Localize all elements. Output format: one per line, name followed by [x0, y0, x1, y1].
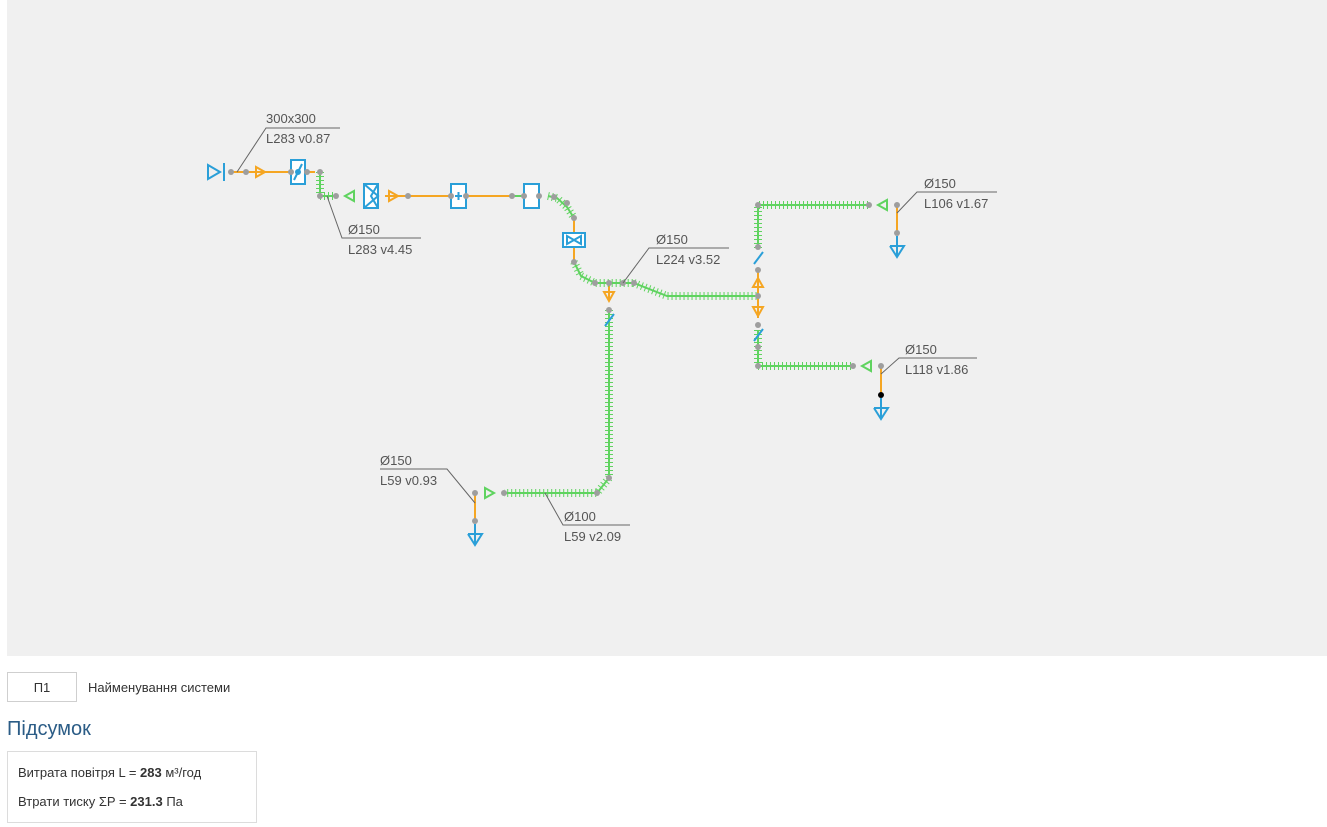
- node[interactable]: [592, 280, 598, 286]
- pressure-line: Втрати тиску ΣP = 231.3 Па: [18, 794, 183, 809]
- system-row: П1 Найменування системи: [7, 672, 230, 702]
- node[interactable]: [228, 169, 234, 175]
- rect-ducts: [231, 171, 898, 520]
- node[interactable]: [243, 169, 249, 175]
- pressure-value: 231.3: [130, 794, 163, 809]
- node[interactable]: [755, 293, 761, 299]
- label-size: Ø150: [924, 176, 956, 191]
- duct-segment[interactable]: [757, 330, 853, 367]
- labels: 300x300 L283 v0.87 Ø150 L283 v4.45 Ø150 …: [266, 111, 988, 544]
- label-flow: L283 v0.87: [266, 131, 330, 146]
- node[interactable]: [878, 363, 884, 369]
- valve-icon[interactable]: [562, 232, 586, 248]
- transition-icon[interactable]: [484, 486, 497, 500]
- summary-box: Витрата повітря L = 283 м³/год Втрати ти…: [7, 751, 257, 823]
- throttle-damper-icon[interactable]: [604, 313, 615, 327]
- node[interactable]: [405, 193, 411, 199]
- node[interactable]: [521, 193, 527, 199]
- pressure-unit: Па: [162, 794, 183, 809]
- throttle-damper-icon[interactable]: [753, 328, 764, 342]
- label-flow: L59 v0.93: [380, 473, 437, 488]
- node[interactable]: [850, 363, 856, 369]
- duct-segment[interactable]: [757, 204, 869, 248]
- transitions: [255, 165, 888, 500]
- transition-icon[interactable]: [255, 165, 268, 179]
- label-size: 300x300: [266, 111, 316, 126]
- ventilation-scheme[interactable]: 300x300 L283 v0.87 Ø150 L283 v4.45 Ø150 …: [7, 0, 1327, 656]
- node[interactable]: [448, 193, 454, 199]
- transition-icon[interactable]: [342, 189, 355, 203]
- label-flow: L106 v1.67: [924, 196, 988, 211]
- label-size: Ø150: [348, 222, 380, 237]
- airflow-prefix: Витрата повітря L =: [18, 765, 141, 780]
- node[interactable]: [536, 193, 542, 199]
- node[interactable]: [333, 193, 339, 199]
- round-duct-ticks: [316, 172, 869, 497]
- intake-grille-icon[interactable]: [207, 163, 225, 181]
- label-flow: L118 v1.86: [905, 362, 968, 377]
- label-flow: L224 v3.52: [656, 252, 720, 267]
- node[interactable]: [564, 200, 570, 206]
- airflow-line: Витрата повітря L = 283 м³/год: [18, 765, 201, 780]
- label-size: Ø150: [380, 453, 412, 468]
- leaders: [236, 127, 997, 526]
- diffuser-icon[interactable]: [889, 236, 906, 259]
- airflow-unit: м³/год: [161, 765, 202, 780]
- node[interactable]: [551, 194, 557, 200]
- node[interactable]: [317, 169, 323, 175]
- node[interactable]: [755, 267, 761, 273]
- node[interactable]: [755, 244, 761, 250]
- diffuser-icon[interactable]: [467, 524, 484, 547]
- node[interactable]: [571, 259, 577, 265]
- node[interactable]: [755, 344, 761, 350]
- node[interactable]: [571, 215, 577, 221]
- system-name-label: Найменування системи: [88, 679, 231, 695]
- node[interactable]: [606, 280, 612, 286]
- transition-icon[interactable]: [602, 291, 616, 304]
- throttle-damper-icon[interactable]: [753, 251, 764, 265]
- label-flow: L59 v2.09: [564, 529, 621, 544]
- node[interactable]: [606, 475, 612, 481]
- scheme-canvas[interactable]: 300x300 L283 v0.87 Ø150 L283 v4.45 Ø150 …: [7, 0, 1327, 656]
- fan-icon[interactable]: [363, 183, 380, 209]
- transition-icon[interactable]: [751, 306, 765, 319]
- node[interactable]: [631, 280, 637, 286]
- round-ducts: [319, 172, 869, 494]
- node-selected[interactable]: [878, 392, 884, 398]
- summary-heading: Підсумок: [7, 718, 91, 740]
- node[interactable]: [866, 202, 872, 208]
- node[interactable]: [755, 322, 761, 328]
- label-size: Ø100: [564, 509, 596, 524]
- node[interactable]: [606, 307, 612, 313]
- duct-segment[interactable]: [573, 261, 634, 284]
- node[interactable]: [501, 490, 507, 496]
- transition-icon[interactable]: [751, 275, 765, 288]
- airflow-value: 283: [140, 765, 162, 780]
- label-size: Ø150: [905, 342, 937, 357]
- pressure-prefix: Втрати тиску ΣP =: [18, 794, 131, 809]
- equipment: [207, 159, 906, 547]
- node[interactable]: [463, 193, 469, 199]
- node[interactable]: [472, 490, 478, 496]
- transition-icon[interactable]: [859, 359, 872, 373]
- node[interactable]: [755, 363, 761, 369]
- duct-segment[interactable]: [504, 310, 610, 494]
- node[interactable]: [317, 193, 323, 199]
- transition-icon[interactable]: [875, 198, 888, 212]
- system-code-input[interactable]: П1: [7, 672, 77, 702]
- label-flow: L283 v4.45: [348, 242, 412, 257]
- node[interactable]: [472, 518, 478, 524]
- label-size: Ø150: [656, 232, 688, 247]
- node[interactable]: [594, 490, 600, 496]
- transition-icon[interactable]: [388, 189, 401, 203]
- nodes: [228, 169, 900, 524]
- node[interactable]: [755, 202, 761, 208]
- diffuser-icon[interactable]: [873, 398, 890, 421]
- node[interactable]: [894, 202, 900, 208]
- node[interactable]: [509, 193, 515, 199]
- node[interactable]: [894, 230, 900, 236]
- node[interactable]: [304, 169, 310, 175]
- node[interactable]: [288, 169, 294, 175]
